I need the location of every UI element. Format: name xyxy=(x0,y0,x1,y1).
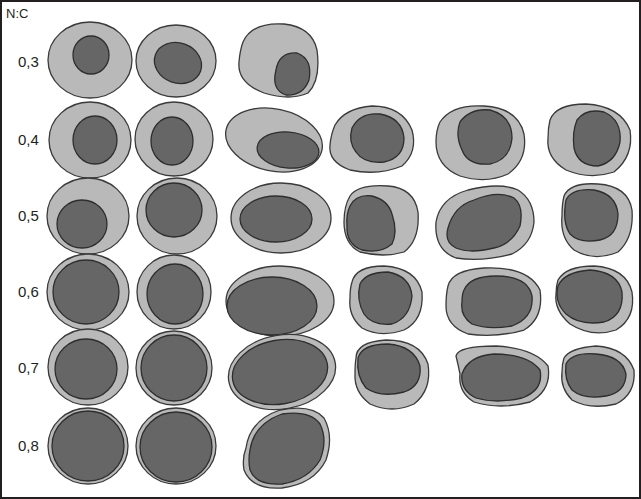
ratio-label: 0,8 xyxy=(18,437,39,455)
ratio-label: 0,4 xyxy=(18,131,39,149)
axis-title: N:C xyxy=(6,5,28,23)
ratio-label: 0,6 xyxy=(18,283,39,301)
ratio-label: 0,5 xyxy=(18,207,39,225)
ratio-label: 0,7 xyxy=(18,359,39,377)
ratio-label: 0,3 xyxy=(18,53,39,71)
